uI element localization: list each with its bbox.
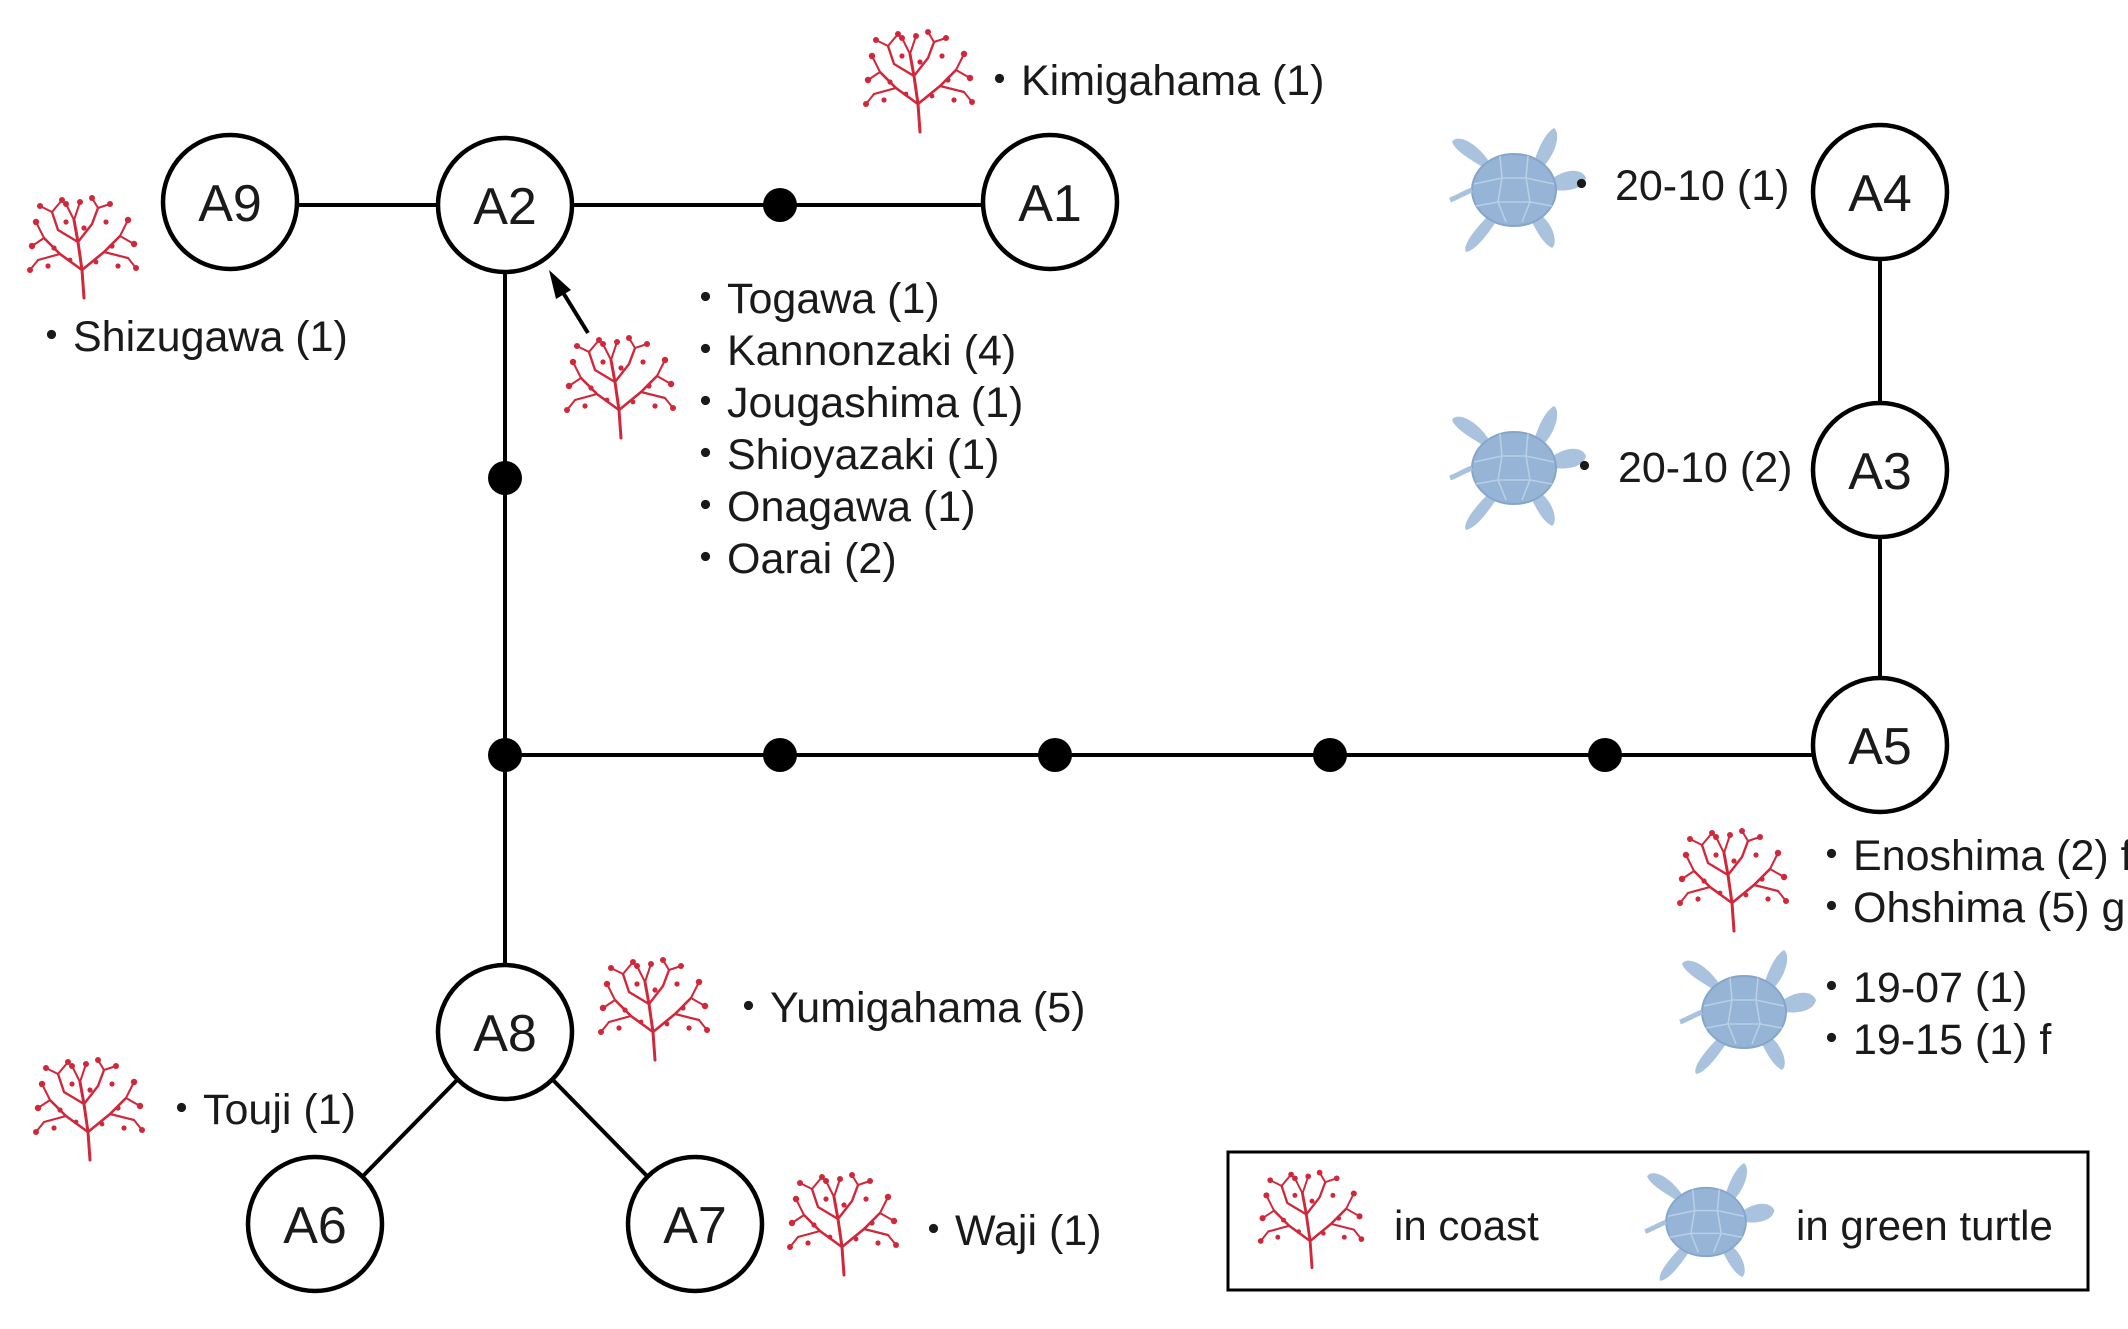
site-label-touji: ・Touji (1) [160,1086,356,1134]
haplotype-node-a8: A8 [435,962,575,1102]
coast-seaweed-icon [1675,826,1791,933]
site-label-shioyazaki: ・Shioyazaki (1) [684,431,999,479]
haplotype-node-a7: A7 [625,1154,765,1294]
site-label-turtle-19-15: ・19-15 (1) f [1810,1016,2052,1064]
haplotype-node-circle [1810,122,1950,262]
median-vector-dot [488,738,522,772]
median-vector-dot [1038,738,1072,772]
legend: in coast in green turtle [1226,1150,2090,1292]
site-label-togawa: ・Togawa (1) [684,275,940,323]
median-vector-dot [1588,738,1622,772]
haplotype-node-a9: A9 [160,132,300,272]
haplotype-node-circle [625,1154,765,1294]
coast-seaweed-icon [785,1170,901,1277]
haplotype-node-label: A1 [1018,175,1082,233]
coast-seaweed-icon [861,27,977,134]
haplotype-node-label: A3 [1848,443,1912,501]
haplotype-node-a2: A2 [435,135,575,275]
median-vector-dot [1313,738,1347,772]
site-label-yumigahama: ・Yumigahama (5) [727,984,1086,1032]
haplotype-node-a4: A4 [1810,122,1950,262]
site-labels: ・Kimigahama (1) ・Shizugawa (1) ・Togawa (… [30,57,2128,1255]
haplotype-node-circle [980,132,1120,272]
site-label-kimigahama: ・Kimigahama (1) [978,57,1325,105]
haplotype-node-circle [1810,675,1950,815]
site-label-turtle-19-07: ・19-07 (1) [1810,964,2027,1012]
haplotype-node-a3: A3 [1810,400,1950,540]
haplotype-node-label: A6 [283,1197,347,1255]
haplotype-node-label: A2 [473,178,537,236]
network-edge [361,1078,459,1178]
haplotype-node-label: A9 [198,175,262,233]
haplotype-node-circle [435,962,575,1102]
site-label-shizugawa: ・Shizugawa (1) [30,313,348,361]
green-turtle-icon [1680,950,1816,1074]
haplotype-node-a5: A5 [1810,675,1950,815]
haplotype-node-circle [245,1154,385,1294]
median-vector-dot [488,461,522,495]
median-vectors [488,188,1622,772]
site-label-onagawa: ・Onagawa (1) [684,483,976,531]
coast-seaweed-icon [562,333,678,440]
median-vector-dot [763,188,797,222]
site-label-oarai: ・Oarai (2) [684,535,897,583]
coast-seaweed-icon [31,1055,147,1162]
haplotype-node-label: A7 [663,1197,727,1255]
haplotype-node-label: A4 [1848,165,1912,223]
median-vector-dot [763,738,797,772]
network-edge [551,1078,649,1178]
site-label-waji: ・Waji (1) [912,1207,1102,1255]
legend-turtle-label: in green turtle [1796,1202,2053,1249]
haplotype-node-label: A5 [1848,718,1912,776]
site-label-turtle-20-10-a4: ・ 20-10 (1) [1560,162,1789,210]
legend-coast-label: in coast [1394,1202,1539,1249]
haplotype-node-a6: A6 [245,1154,385,1294]
site-label-jougashima: ・Jougashima (1) [684,379,1023,427]
site-label-ohshima: ・Ohshima (5) g [1810,884,2125,932]
site-label-kannonzaki: ・Kannonzaki (4) [684,327,1016,375]
haplotype-node-a1: A1 [980,132,1120,272]
a2-pointer-arrow [549,270,590,335]
haplotype-node-label: A8 [473,1005,537,1063]
haplotype-node-circle [1810,400,1950,540]
coast-seaweed-icon [25,193,141,300]
site-label-enoshima: ・Enoshima (2) f [1810,832,2128,880]
coast-seaweed-icon [596,955,712,1062]
haplotype-node-circle [160,132,300,272]
haplotype-node-circle [435,135,575,275]
site-label-turtle-20-10-a3: ・ 20-10 (2) [1563,444,1792,492]
